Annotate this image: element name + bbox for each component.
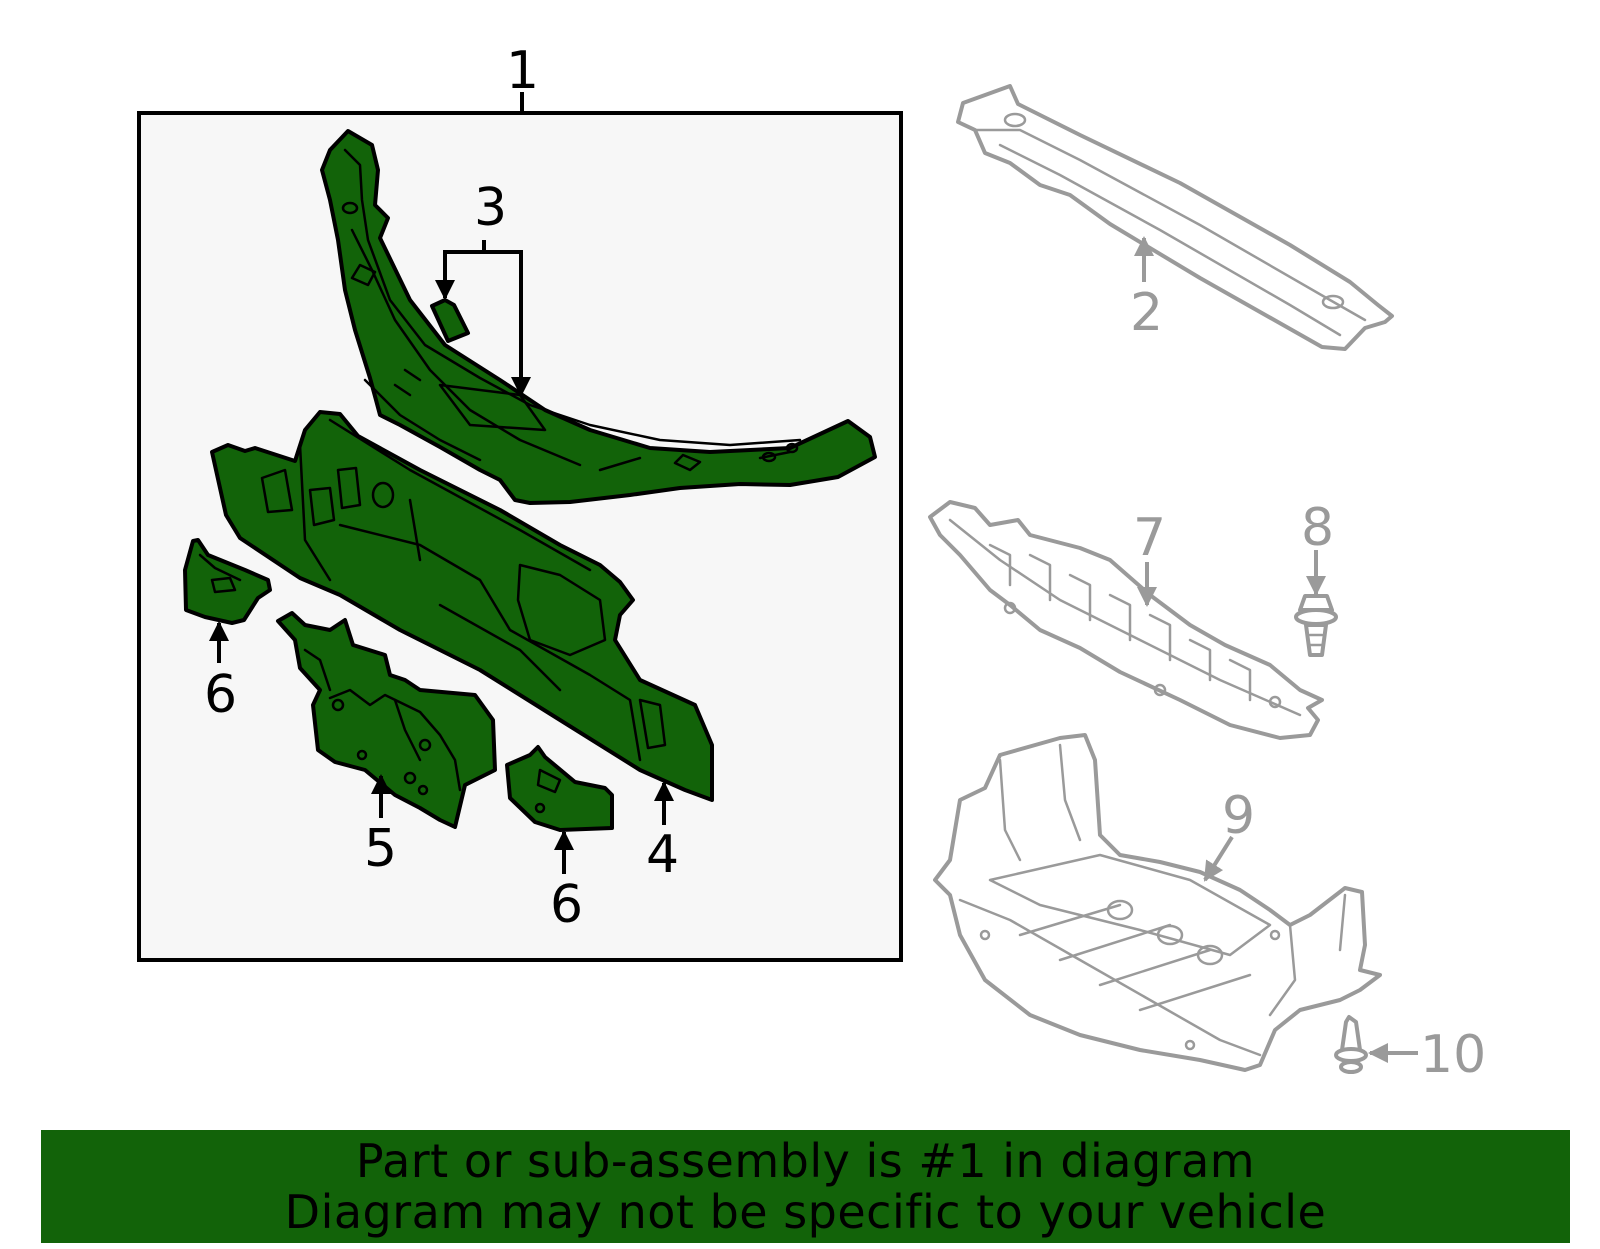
part-4-lower-panel [210, 410, 714, 802]
callout-5: 5 [364, 819, 397, 879]
part-10-push-clip [1334, 1015, 1368, 1074]
callout-8: 8 [1301, 498, 1334, 558]
callout-9: 9 [1222, 786, 1255, 846]
part-3-upper-support [320, 129, 877, 505]
part-6-right-bracket [505, 745, 614, 832]
callout-9-arrow [1203, 835, 1234, 882]
callout-3: 3 [474, 178, 507, 238]
notice-banner: Part or sub-assembly is #1 in diagram Di… [41, 1130, 1570, 1243]
callout-6b: 6 [550, 875, 583, 935]
callout-1: 1 [506, 41, 539, 101]
banner-line-2: Diagram may not be specific to your vehi… [284, 1184, 1327, 1239]
callout-2: 2 [1130, 283, 1163, 343]
callout-10: 10 [1420, 1025, 1486, 1085]
callout-7: 7 [1133, 508, 1166, 568]
part-9-under-cover [933, 733, 1382, 1072]
part-7-deflector [928, 500, 1324, 740]
callout-4: 4 [646, 825, 679, 885]
part-5-bracket [276, 611, 497, 829]
part-3-bracket [430, 298, 470, 343]
part-6-left-bracket [183, 538, 272, 625]
callout-6a: 6 [204, 665, 237, 725]
part-2-tie-bar [956, 84, 1394, 351]
banner-line-1: Part or sub-assembly is #1 in diagram [355, 1133, 1256, 1188]
part-8-clip [1294, 594, 1338, 657]
